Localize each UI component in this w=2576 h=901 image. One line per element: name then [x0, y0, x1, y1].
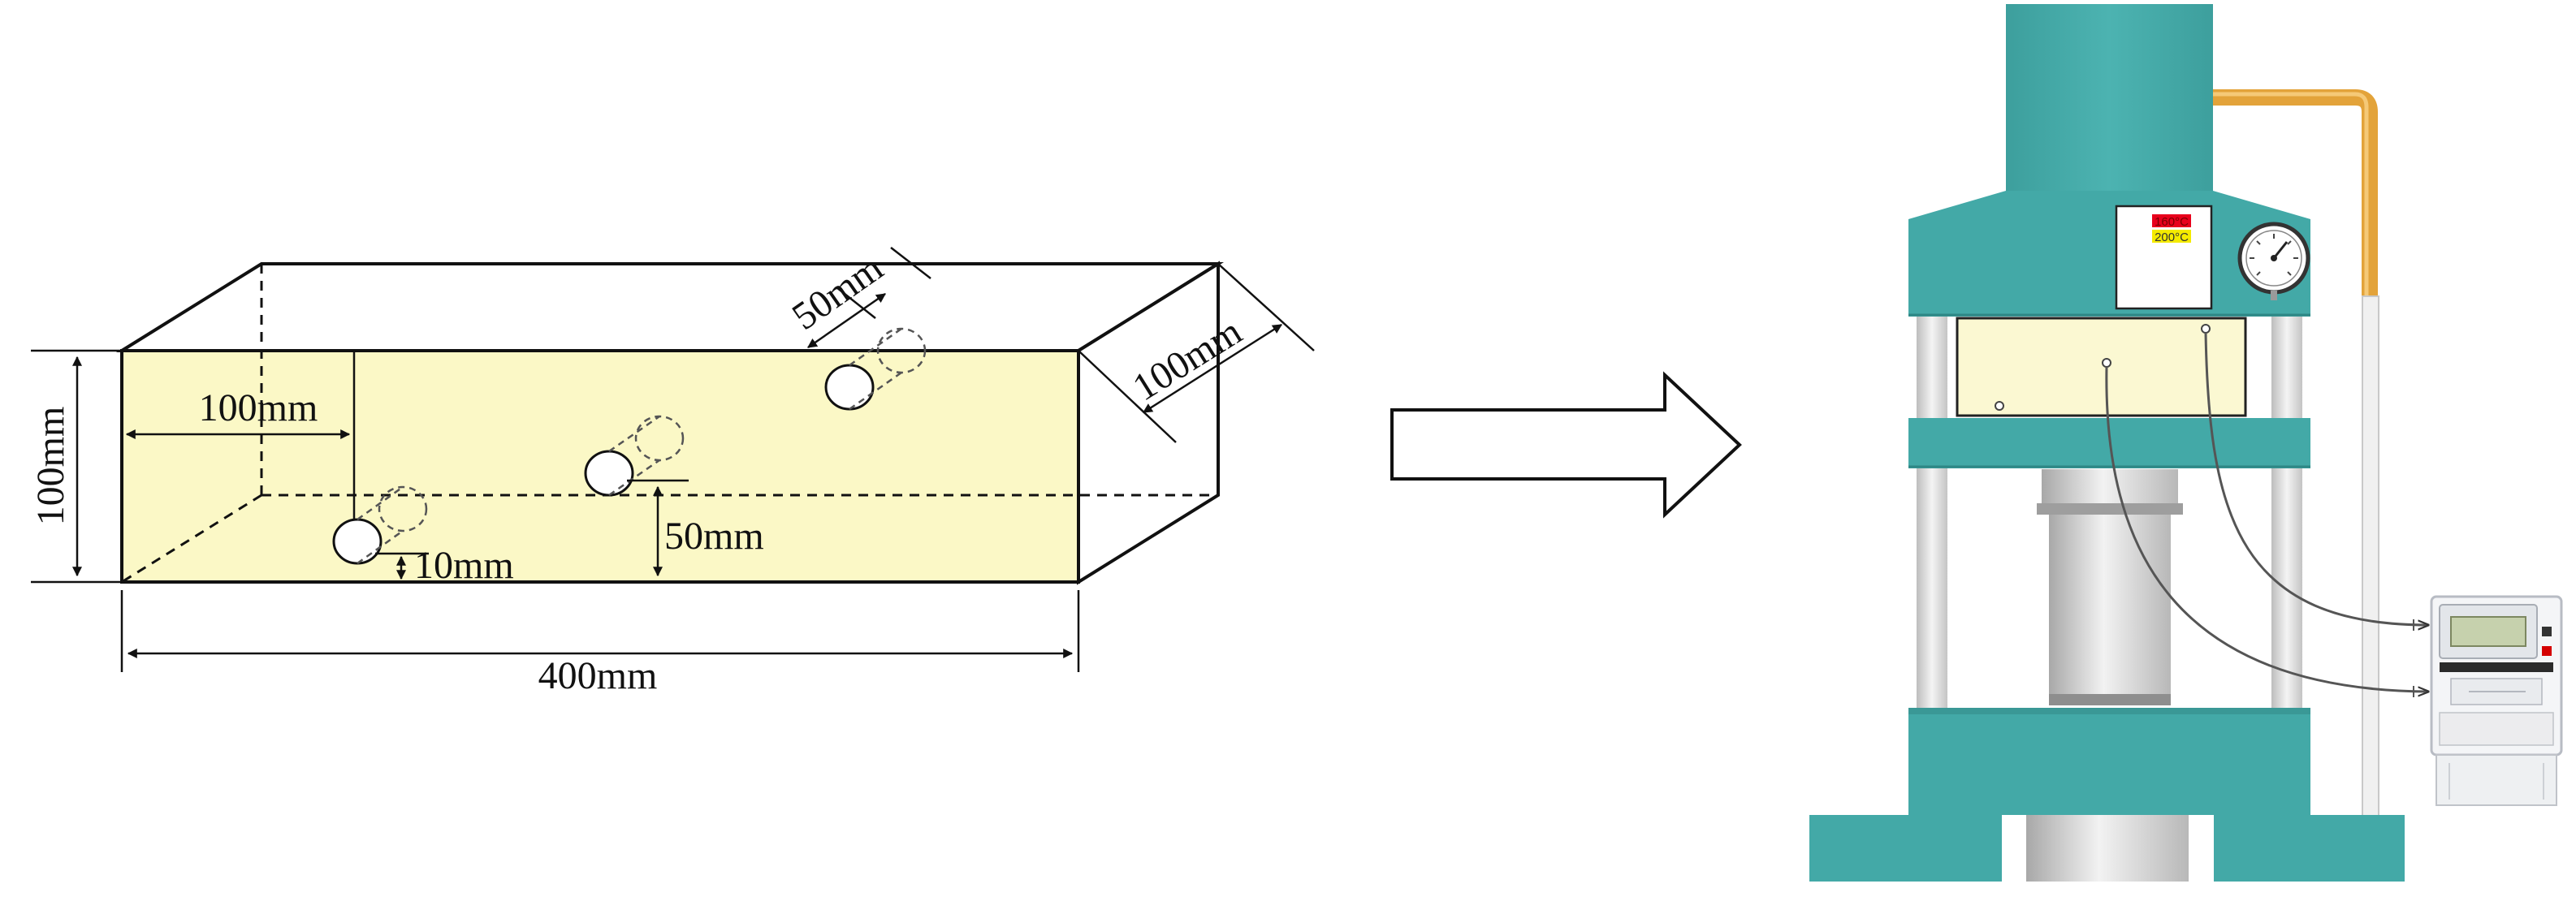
- readout-red: [2152, 214, 2191, 227]
- press-foot-column: [2026, 815, 2189, 882]
- logger-screen: [2450, 616, 2526, 647]
- dim-hole-spacing: [807, 247, 931, 349]
- pressure-gauge: [2237, 222, 2310, 300]
- label-hole-depth-top: 50mm: [664, 515, 764, 558]
- hole-3: [824, 327, 927, 411]
- press-foot-left: [1809, 815, 2002, 882]
- dim-hole-offset: [125, 351, 356, 519]
- process-arrow: [1390, 371, 1742, 519]
- dim-hole-depth-bottom: [375, 552, 429, 580]
- label-height: 100mm: [29, 407, 72, 526]
- label-length: 400mm: [538, 654, 658, 697]
- temperature-logger: [2430, 595, 2563, 806]
- specimen-drawing: 100mm 100mm 50mm 100mm 50mm: [29, 246, 1315, 697]
- press-base: [1908, 708, 2310, 815]
- left-pillar: [1917, 313, 1947, 718]
- readout-top-text: 160°C: [2155, 215, 2189, 229]
- dim-height: [31, 349, 122, 584]
- hole-1: [332, 485, 428, 565]
- thermocouple-wire-1: [2105, 366, 2428, 692]
- dim-hole-depth-top: [627, 479, 689, 577]
- dim-length: [120, 590, 1080, 672]
- press-top-cylinder: [2006, 4, 2213, 207]
- thermocouple-wire-2: [2204, 332, 2428, 625]
- hydraulic-press: 160°C 200°C: [1809, 4, 2563, 882]
- right-pillar: [2271, 313, 2302, 718]
- label-hole-offset: 100mm: [199, 386, 318, 429]
- readout-yellow: [2152, 230, 2191, 243]
- readout-bottom-text: 200°C: [2155, 231, 2189, 244]
- upper-heating-plate: [1956, 317, 2247, 417]
- label-hole-depth-bottom: 10mm: [414, 544, 514, 587]
- press-foot-right: [2214, 815, 2405, 882]
- hole-2: [584, 415, 685, 497]
- dim-depth: [1078, 263, 1315, 443]
- specimen-top-face: [115, 262, 1225, 352]
